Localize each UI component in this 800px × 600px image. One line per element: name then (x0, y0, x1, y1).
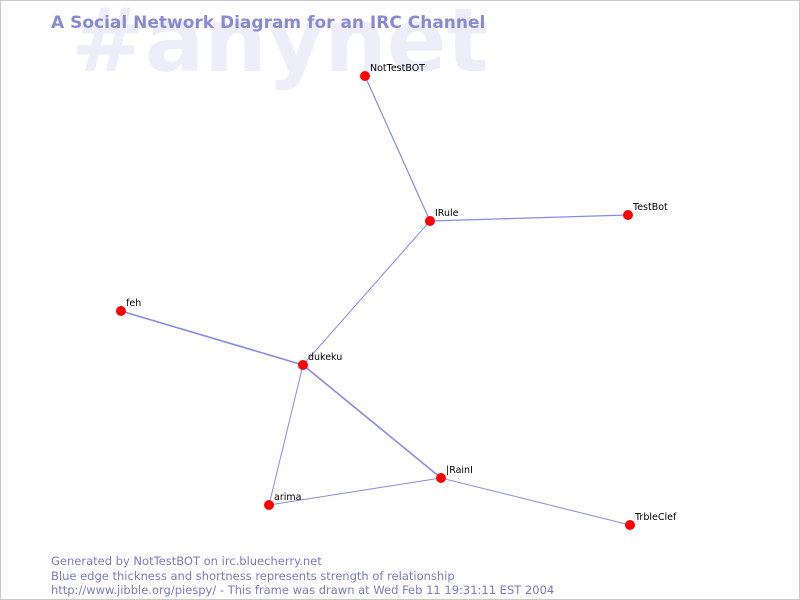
node-label: |RainI (446, 465, 473, 476)
edge-feh-dukeku (120, 310, 304, 366)
node-label: TestBot (632, 202, 668, 213)
edge-dukeku-arima (268, 364, 304, 506)
edge-iraini-trbleclef (440, 477, 631, 526)
node-label: feh (126, 298, 141, 309)
edge-nottestbot-irule (364, 75, 431, 222)
edge-dukeku-iraini (302, 364, 442, 479)
node-label: NotTestBOT (370, 63, 425, 74)
node-iraini: |RainI (436, 465, 473, 483)
node-arima: arima (264, 492, 301, 510)
node-dot (116, 306, 126, 316)
node-nottestbot: NotTestBOT (360, 63, 425, 81)
node-feh: feh (116, 298, 141, 316)
node-dot (298, 360, 308, 370)
edge-layer (120, 75, 631, 526)
footer-timestamp: http://www.jibble.org/piespy/ - This fra… (51, 583, 555, 597)
node-irule: IRule (425, 208, 459, 226)
node-layer: NotTestBOT IRule TestBot feh dukeku |RainI ari… (116, 63, 677, 530)
footer-legend: Blue edge thickness and shortness repres… (51, 568, 455, 583)
node-dot (436, 473, 446, 483)
node-trbleclef: TrbleClef (625, 512, 677, 530)
node-label: dukeku (308, 352, 342, 363)
edge-arima-iraini (268, 477, 442, 506)
node-dot (425, 216, 435, 226)
node-testbot: TestBot (623, 202, 668, 220)
node-dukeku: dukeku (298, 352, 342, 370)
node-label: arima (274, 492, 301, 503)
node-dot (360, 71, 370, 81)
node-label: IRule (435, 208, 459, 219)
node-dot (264, 500, 274, 510)
footer: Generated by NotTestBOT on irc.bluecherr… (51, 554, 554, 598)
footer-generated-by: Generated by NotTestBOT on irc.bluecherr… (51, 554, 322, 568)
node-dot (625, 520, 635, 530)
node-label: TrbleClef (634, 512, 677, 523)
page-title: A Social Network Diagram for an IRC Chan… (51, 13, 486, 33)
node-dot (623, 210, 633, 220)
channel-watermark: #anynet (71, 0, 489, 92)
edge-irule-testbot (429, 214, 629, 222)
edge-irule-dukeku (302, 220, 431, 366)
